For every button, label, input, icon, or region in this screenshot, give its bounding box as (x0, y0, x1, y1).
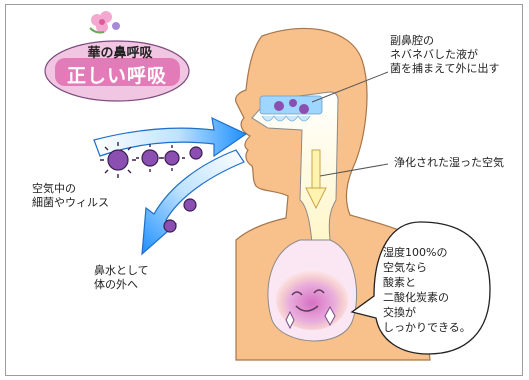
mucus-label: 鼻水として 体の外へ (94, 264, 149, 292)
sinus-callout-line: 菌を捕まえて外に出す (390, 62, 499, 76)
sinus-callout: 副鼻腔の ネバネバした液が 菌を捕まえて外に出す (390, 34, 499, 76)
germ-icon (184, 199, 196, 211)
germs-label-line: 空気中の (32, 182, 109, 196)
purified-air-label: 浄化された湿った空気 (394, 156, 504, 170)
lung (268, 240, 357, 341)
bubble-line: 酸素と (383, 275, 471, 290)
flower-icon (90, 11, 120, 33)
sinus-callout-line: ネバネバした液が (390, 48, 499, 62)
bubble-line: 交換が (383, 305, 471, 320)
sinus-callout-line: 副鼻腔の (390, 34, 499, 48)
germ-icon (164, 220, 176, 232)
bubble-line: 二酸化炭素の (383, 290, 471, 305)
bubble-text: 湿度100%の 空気なら 酸素と 二酸化炭素の 交換が しっかりできる。 (383, 245, 471, 335)
bubble-line: 湿度100%の (383, 245, 471, 260)
mucus-label-line: 鼻水として (94, 264, 149, 278)
mucus-label-line: 体の外へ (94, 278, 149, 292)
germ-icon (190, 147, 202, 159)
title-line1: 華の鼻呼吸 (55, 42, 185, 61)
germs-label-line: 細菌やウィルス (32, 196, 109, 210)
title-line2: 正しい呼吸 (42, 61, 192, 88)
bubble-line: しっかりできる。 (383, 320, 471, 335)
germs-label: 空気中の 細菌やウィルス (32, 182, 109, 210)
bubble-line: 空気なら (383, 260, 471, 275)
